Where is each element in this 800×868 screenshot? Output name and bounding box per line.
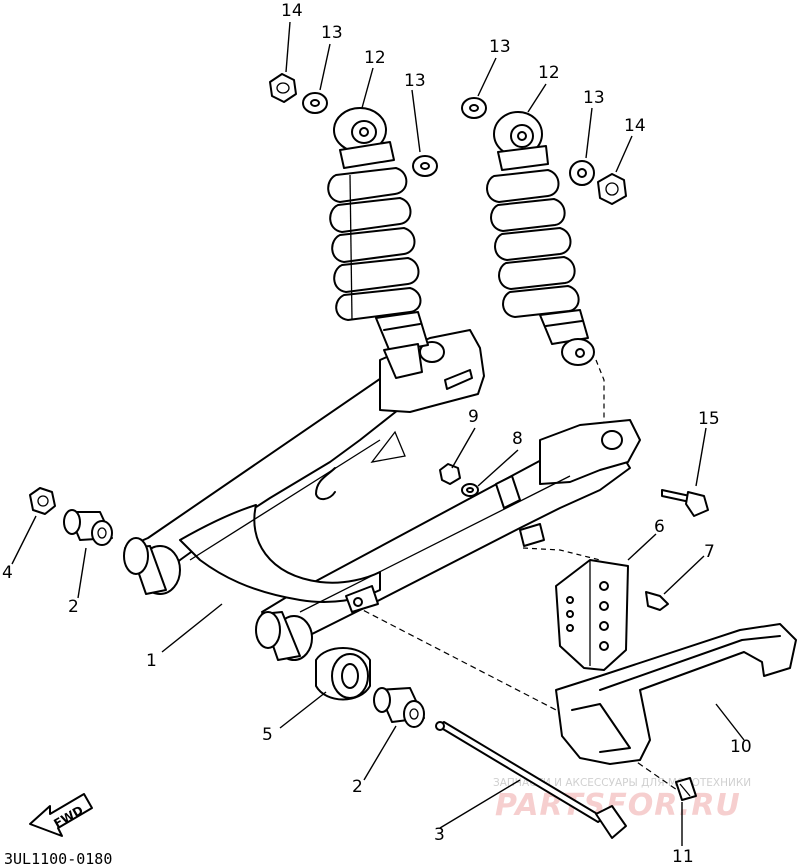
- bracket-6: [555, 559, 669, 671]
- pivot-line-1: [354, 605, 561, 713]
- left-bushings: [29, 487, 113, 546]
- callout-3: 3: [434, 825, 445, 845]
- callout-11: 11: [672, 847, 694, 867]
- swing-arm: [123, 329, 641, 661]
- watermark: ЗАПЧАСТИ И АКСЕССУАРЫ ДЛЯ МОТОТЕХНИКИ PA…: [493, 777, 751, 823]
- callout-5: 5: [262, 725, 273, 745]
- shock-mount-line: [595, 359, 605, 435]
- callout-2-left: 2: [68, 597, 79, 617]
- nut-14-right: [597, 173, 627, 205]
- callout-8: 8: [512, 429, 523, 449]
- nut-4: [29, 487, 56, 515]
- callout-7: 7: [704, 542, 715, 562]
- callout-numbers: 14 13 12 13 13 12 13 14 9 8 15 6 7 4 2 1…: [2, 1, 752, 867]
- callout-12-right: 12: [538, 63, 560, 83]
- bolt-7: [645, 591, 669, 611]
- callout-13-b: 13: [489, 37, 511, 57]
- stand-10: [555, 623, 797, 801]
- callout-14-right: 14: [624, 116, 646, 136]
- pivot-shaft: [435, 721, 627, 839]
- nut-9: [439, 463, 461, 485]
- bolt-11: [675, 777, 697, 801]
- callout-10: 10: [730, 737, 752, 757]
- callout-9: 9: [468, 407, 479, 427]
- bolt-15-head: [685, 491, 709, 517]
- diagram-code: 3UL1100-0180: [4, 850, 112, 868]
- callout-13-c: 13: [404, 71, 426, 91]
- fwd-arrow-icon: FWD: [29, 793, 93, 837]
- right-shock-absorber: [486, 111, 595, 366]
- callout-13-a: 13: [321, 23, 343, 43]
- callout-15: 15: [698, 409, 720, 429]
- callout-13-d: 13: [583, 88, 605, 108]
- nut-14-left: [269, 73, 297, 103]
- callout-12-left: 12: [364, 48, 386, 68]
- callout-14-left: 14: [281, 1, 303, 21]
- callout-2-lower: 2: [352, 777, 363, 797]
- bracket-line: [522, 547, 601, 561]
- leader-lines: [11, 21, 745, 846]
- left-shock-absorber: [327, 107, 429, 379]
- lower-bushings: [315, 647, 425, 728]
- callout-6: 6: [654, 517, 665, 537]
- top-hardware: [269, 73, 627, 205]
- callout-4: 4: [2, 563, 13, 583]
- callout-1: 1: [146, 651, 157, 671]
- side-hardware: [439, 463, 709, 517]
